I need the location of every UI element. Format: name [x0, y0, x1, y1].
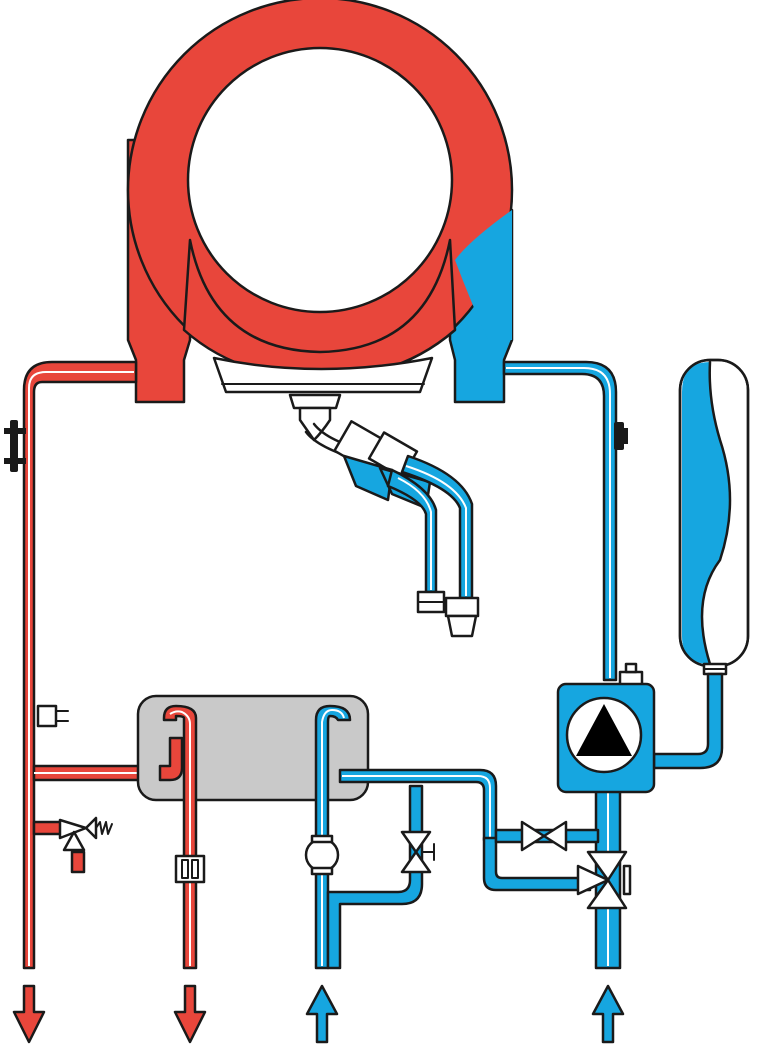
circulation-pump-icon: [556, 662, 656, 794]
dhw-out-arrow-icon: [173, 984, 207, 1044]
expansion-vessel-icon: [652, 358, 750, 770]
heating-return-pipe: [502, 360, 622, 970]
flow-sensor-icon: [36, 704, 69, 728]
heating-flow-out-arrow-icon: [12, 984, 46, 1044]
bypass-valve-icon: [520, 820, 568, 852]
three-way-valve-icon: [576, 850, 632, 910]
gas-valve-icon: [288, 393, 480, 638]
hx-drum-cold-segment: [455, 210, 512, 340]
hx-drum-inner: [186, 46, 454, 314]
primary-heat-exchanger-icon: [126, 0, 514, 404]
temperature-sensor-icon: [614, 422, 628, 450]
plate-heat-exchanger-icon: [136, 694, 498, 970]
temperature-sensor-icon: [4, 420, 26, 472]
drain-tap-icon: [326, 784, 435, 970]
burner-icon: [212, 356, 434, 394]
pressure-relief-valve-icon: [58, 816, 113, 874]
heating-return-in-arrow-icon: [591, 984, 625, 1044]
filter-icon: [174, 854, 206, 884]
cold-water-in-arrow-icon: [305, 984, 339, 1044]
flow-sensor-icon: [304, 834, 340, 876]
heating-flow-pipe: [22, 360, 162, 970]
